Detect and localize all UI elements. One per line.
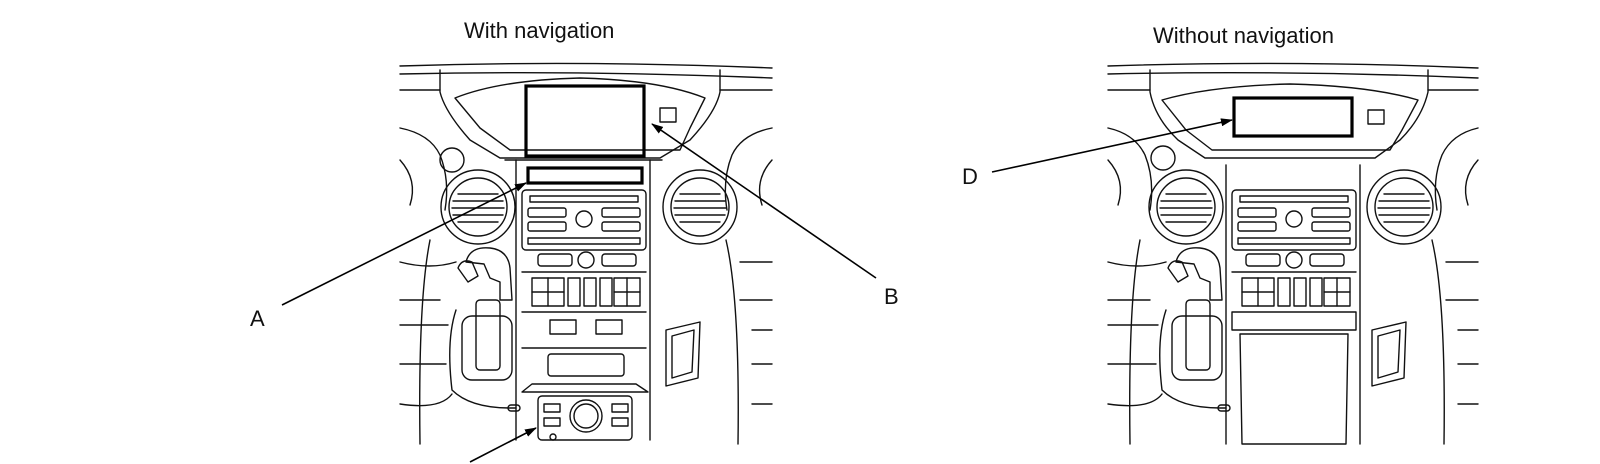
info-display-a [526,166,644,185]
title-without-navigation: Without navigation [1153,23,1334,48]
callout-a-arrow [281,182,527,306]
callout-d-label: D [962,164,978,189]
info-display-d [1232,96,1354,138]
title-with-navigation: With navigation [464,18,615,43]
dashboard-with-navigation [399,62,773,445]
dashboard-without-navigation [1107,62,1479,445]
callout-c-arrow [469,427,537,463]
callout-d-arrow [991,118,1233,173]
callout-a-label: A [250,306,265,331]
callout-b-label: B [884,284,899,309]
navigation-display-b [524,84,646,158]
callout-b-arrow [651,123,877,279]
